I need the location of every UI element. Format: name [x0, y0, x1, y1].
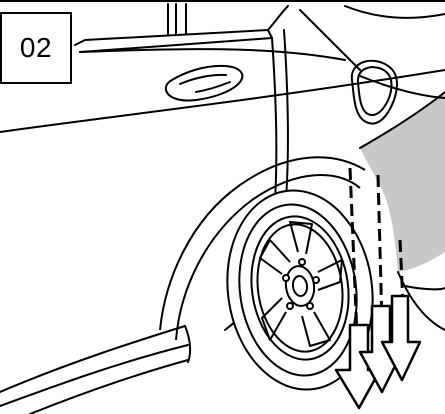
step-number-badge: 02	[0, 12, 72, 84]
step-number: 02	[20, 32, 52, 64]
door-handle-icon	[166, 66, 242, 101]
fuel-door-icon	[352, 61, 397, 124]
mudflap-highlight	[360, 92, 445, 272]
